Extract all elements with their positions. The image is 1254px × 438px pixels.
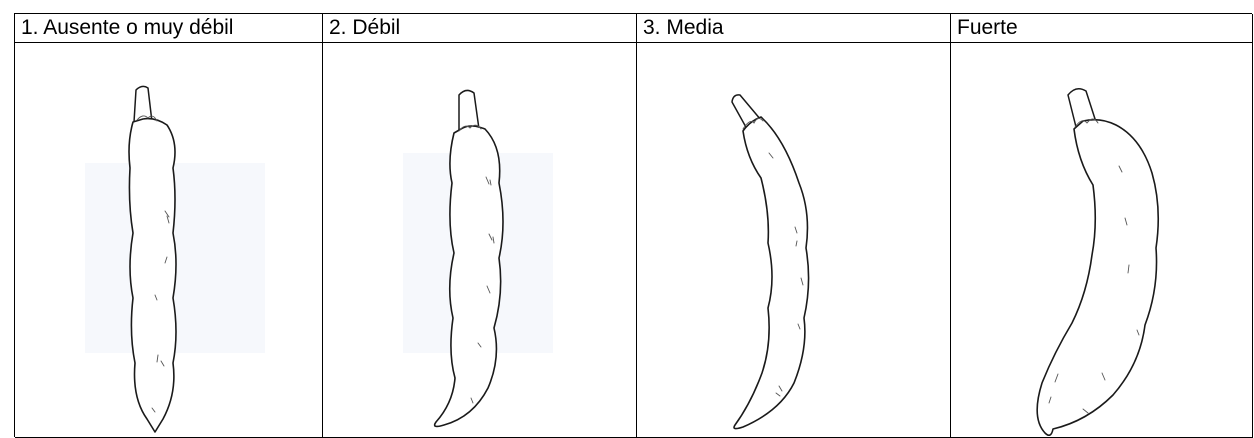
column-header-absent: 1. Ausente o muy débil [15, 14, 323, 43]
column-header-weak: 2. Débil [323, 14, 637, 43]
illustration-cell-weak [323, 43, 637, 438]
pod-curvature-weak-icon [323, 43, 637, 438]
column-header-medium: 3. Media [637, 14, 951, 43]
pod-curvature-medium-icon [637, 43, 951, 438]
column-header-strong: Fuerte [951, 14, 1253, 43]
pod-curvature-table: 1. Ausente o muy débil 2. Débil 3. Media… [14, 13, 1252, 437]
pod-curvature-strong-icon [951, 43, 1253, 438]
illustration-cell-medium [637, 43, 951, 438]
illustration-cell-absent [15, 43, 323, 438]
pod-curvature-absent-icon [15, 43, 323, 438]
illustration-cell-strong [951, 43, 1253, 438]
